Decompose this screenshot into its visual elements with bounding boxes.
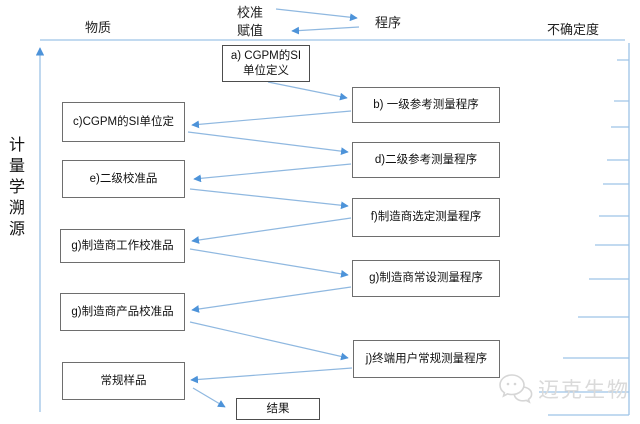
- box-b-primary-reference-procedure: b) 一级参考测量程序: [352, 87, 500, 123]
- box-routine-sample: 常规样品: [62, 362, 185, 400]
- flow-arrow-c-to-d: [187, 131, 349, 155]
- box-g-manufacturer-working-calibrator: g)制造商工作校准品: [60, 229, 185, 263]
- box-a-si-unit-definition: a) CGPM的SI 单位定义: [222, 45, 310, 82]
- flow-arrow-b-to-c: [191, 110, 352, 129]
- calibration-procedure-arrows: [275, 8, 360, 35]
- chat-bubbles-icon: [499, 374, 533, 404]
- procedure-label: 程序: [375, 15, 402, 30]
- box-result: 结果: [236, 398, 320, 420]
- box-f-manufacturer-selected-procedure: f)制造商选定测量程序: [352, 198, 500, 237]
- box-g-manufacturer-product-calibrator: g)制造商产品校准品: [60, 293, 185, 331]
- calibration-label: 校准: [237, 5, 264, 20]
- flow-arrow-gworking-to-gstanding: [189, 248, 349, 278]
- watermark-text: 迈克生物: [538, 379, 630, 402]
- assignment-label: 赋值: [237, 23, 264, 38]
- traceability-axis-label: 计量学溯源: [6, 136, 23, 241]
- flow-arrow-f-to-gworking: [191, 217, 352, 244]
- material-label: 物质: [85, 20, 112, 35]
- flow-arrow-d-to-e: [193, 163, 352, 183]
- flow-arrow-sample-to-result: [192, 387, 226, 408]
- watermark: 迈克生物: [498, 372, 630, 406]
- flow-arrow-procedure-to-assignment: [291, 26, 360, 35]
- box-e-secondary-calibrator: e)二级校准品: [62, 160, 185, 198]
- flow-arrow-e-to-f: [189, 188, 349, 210]
- flow-arrow-j-to-sample: [190, 367, 353, 384]
- box-c-cgpm-si-unit: c)CGPM的SI单位定: [62, 102, 185, 142]
- flow-arrow-a-to-b: [267, 81, 348, 101]
- box-d-secondary-reference-procedure: d)二级参考测量程序: [352, 142, 500, 178]
- uncertainty-ticks: [539, 59, 629, 416]
- uncertainty-label: 不确定度: [547, 22, 600, 37]
- box-j-end-user-routine-procedure: j)终端用户常规测量程序: [353, 340, 500, 378]
- flow-arrow-calibration-to-procedure: [275, 8, 358, 22]
- flow-arrow-gproduct-to-j: [189, 321, 349, 361]
- box-g-manufacturer-standing-procedure: g)制造商常设测量程序: [352, 260, 500, 297]
- flow-arrow-gstanding-to-gproduct: [191, 286, 352, 313]
- hierarchy-arrows: [187, 81, 353, 408]
